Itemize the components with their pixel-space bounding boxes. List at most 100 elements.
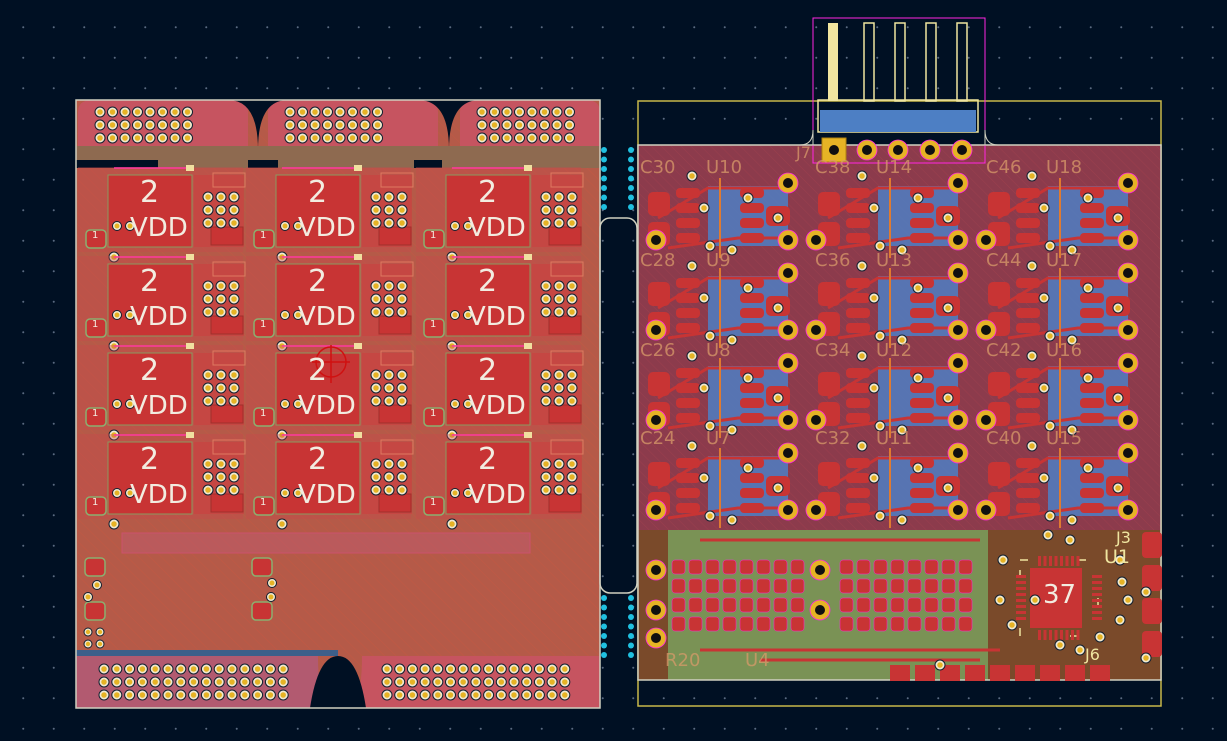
via-hole (452, 401, 458, 407)
via-hole (1125, 597, 1131, 603)
pad-number-label: 2 (308, 264, 328, 299)
pad1-marker (251, 601, 273, 621)
drill-hole (783, 505, 793, 515)
bga-pad (671, 578, 686, 594)
pad-number-label: 2 (478, 264, 498, 299)
edge-pad (990, 665, 1010, 681)
ref-u7: U7 (706, 428, 731, 449)
ic-pin (846, 473, 870, 483)
small-pad (354, 432, 362, 438)
trace (657, 456, 788, 490)
bga-pad (756, 616, 771, 632)
bga-pad (790, 616, 805, 632)
via-hole (216, 679, 222, 685)
via-hole (556, 398, 562, 404)
via-hole (569, 194, 575, 200)
drill-hole (651, 565, 661, 575)
edge-pad (940, 665, 960, 681)
ref-u13: U13 (876, 250, 913, 271)
bga-pad (705, 616, 720, 632)
trace (667, 416, 788, 430)
ic-pin (676, 503, 700, 513)
drill-hole (651, 605, 661, 615)
drill-hole (651, 633, 661, 643)
trace (657, 366, 788, 400)
via-hole (147, 122, 153, 128)
mouse-bite (601, 652, 607, 658)
via-hole (349, 135, 356, 141)
via-hole (399, 296, 405, 302)
pad1-marker (253, 407, 275, 427)
via-hole (218, 372, 224, 378)
via-hole (231, 385, 237, 391)
trace (700, 538, 1000, 662)
via-hole (504, 122, 510, 128)
via-hole (566, 109, 573, 115)
board-notch (418, 100, 480, 150)
via-hole (184, 109, 191, 115)
drill-hole (783, 415, 793, 425)
via-hole (422, 666, 428, 672)
ic-pin (910, 383, 934, 393)
drill-hole (953, 268, 963, 278)
mcu-pin (1076, 630, 1080, 640)
via-hole (324, 135, 331, 141)
ic-pin (846, 488, 870, 498)
mcu-pin (1016, 617, 1026, 620)
ref-c30: C30 (640, 157, 676, 178)
via-hole (126, 692, 133, 698)
via-hole (386, 283, 392, 289)
ic-pin (1016, 488, 1040, 498)
small-pad-outline (380, 439, 414, 455)
small-pad-outline (550, 172, 584, 188)
small-pad (524, 343, 532, 349)
via-hole (541, 122, 548, 128)
bga-pad (856, 616, 871, 632)
net-label-vdd: VDD (468, 480, 526, 510)
via-hole (409, 666, 416, 672)
pad1-label: 1 (430, 408, 437, 419)
net-label-vdd: VDD (298, 302, 356, 332)
small-pad (210, 226, 244, 246)
smd-pad (988, 282, 1010, 306)
via-hole (529, 109, 535, 115)
via-hole (231, 398, 237, 404)
trace (997, 456, 1128, 490)
via-hole (562, 692, 568, 698)
via-hole (337, 135, 343, 141)
cell-r0-c1 (246, 165, 414, 263)
via-hole (242, 666, 248, 672)
via-hole (231, 474, 237, 480)
via-hole (485, 692, 492, 698)
via-hole (287, 109, 293, 115)
via-hole (85, 641, 91, 647)
bga-pad (739, 597, 754, 613)
ic-pin (1016, 218, 1040, 228)
edge-pad (1142, 532, 1162, 558)
via-hole (707, 513, 713, 519)
via-hole (1041, 205, 1047, 211)
via-hole (373, 207, 379, 213)
pad1-marker (423, 496, 445, 516)
bga-pad (688, 597, 703, 613)
via-hole (523, 692, 530, 698)
pad1-marker (84, 601, 106, 621)
via-hole (205, 385, 211, 391)
mouse-bite (628, 175, 634, 182)
via-hole (374, 122, 381, 128)
courtyard-area (121, 532, 531, 554)
drill-hole (811, 505, 821, 515)
mouse-bite (628, 156, 634, 163)
via-hole (279, 521, 285, 527)
smd-pad (648, 192, 670, 216)
via-hole (1041, 385, 1047, 391)
mouse-bite (628, 595, 634, 601)
ic-pin (910, 308, 934, 318)
via-hole (218, 309, 224, 315)
via-hole (254, 679, 261, 685)
small-pad (378, 404, 412, 424)
via-hole (543, 220, 549, 226)
via-hole (1069, 427, 1075, 433)
pad1-label: 1 (260, 319, 267, 330)
